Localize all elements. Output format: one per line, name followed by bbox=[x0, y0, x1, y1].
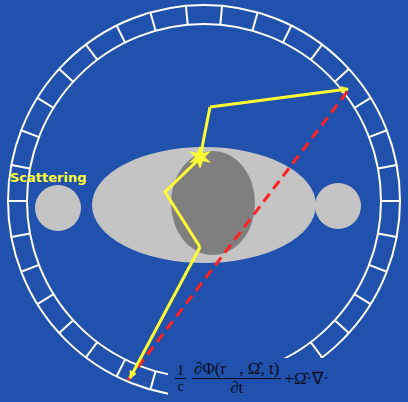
phantom-side bbox=[35, 185, 81, 231]
photon-path bbox=[210, 89, 348, 107]
detector-ring bbox=[8, 5, 400, 397]
detector-segment bbox=[252, 13, 257, 31]
phantom-body bbox=[92, 147, 316, 263]
detector-segment bbox=[11, 234, 30, 238]
detector-segment bbox=[381, 200, 400, 202]
fraction: 1 c bbox=[175, 363, 186, 395]
equation-term: 1 bbox=[175, 363, 186, 379]
detector-segment bbox=[311, 45, 322, 60]
phantom-side bbox=[315, 183, 361, 229]
detector-segment bbox=[117, 359, 126, 376]
detector-segment bbox=[59, 69, 73, 82]
detector-segment bbox=[117, 26, 126, 43]
photon-path bbox=[165, 107, 210, 247]
scatter-label: Scattering bbox=[10, 170, 87, 185]
phantom-core bbox=[171, 151, 255, 255]
label-text: Scattering bbox=[10, 170, 87, 185]
detector-segment bbox=[311, 342, 322, 357]
equation-term: ∂t bbox=[228, 379, 245, 398]
detector-segment bbox=[21, 130, 39, 137]
detector-segment bbox=[378, 234, 397, 238]
detector-segment bbox=[37, 294, 53, 304]
detector-segment bbox=[150, 13, 155, 31]
detector-segment bbox=[150, 371, 155, 389]
fraction: ∂Φ(r⃗, Ω̂, t) ∂t bbox=[192, 360, 281, 398]
equation-term: ∂Φ(r⃗, Ω̂, t) bbox=[192, 360, 281, 380]
detector-segment bbox=[59, 320, 73, 333]
detector-segment bbox=[186, 6, 188, 25]
detector-segment bbox=[86, 45, 97, 60]
detector-segment bbox=[86, 342, 97, 357]
detector-segment bbox=[37, 98, 53, 108]
detector-segment bbox=[355, 294, 371, 304]
detector-segment bbox=[8, 200, 27, 202]
detector-segment bbox=[335, 320, 349, 333]
equation-term: +Ω̂·∇· bbox=[284, 368, 329, 389]
detector-segment bbox=[220, 6, 222, 25]
detector-segment bbox=[283, 26, 292, 43]
detector-segment bbox=[369, 265, 387, 272]
scatter-star bbox=[189, 146, 211, 169]
transport-equation: 1 c ∂Φ(r⃗, Ω̂, t) ∂t +Ω̂·∇· bbox=[168, 358, 333, 400]
detector-segment bbox=[369, 130, 387, 137]
detector-segment bbox=[21, 265, 39, 272]
detector-segment bbox=[378, 165, 397, 169]
detector-segment bbox=[11, 165, 30, 169]
equation-term: c bbox=[175, 379, 185, 394]
detector-segment bbox=[335, 69, 349, 82]
line-of-response bbox=[128, 88, 350, 380]
detector-segment bbox=[355, 98, 371, 108]
